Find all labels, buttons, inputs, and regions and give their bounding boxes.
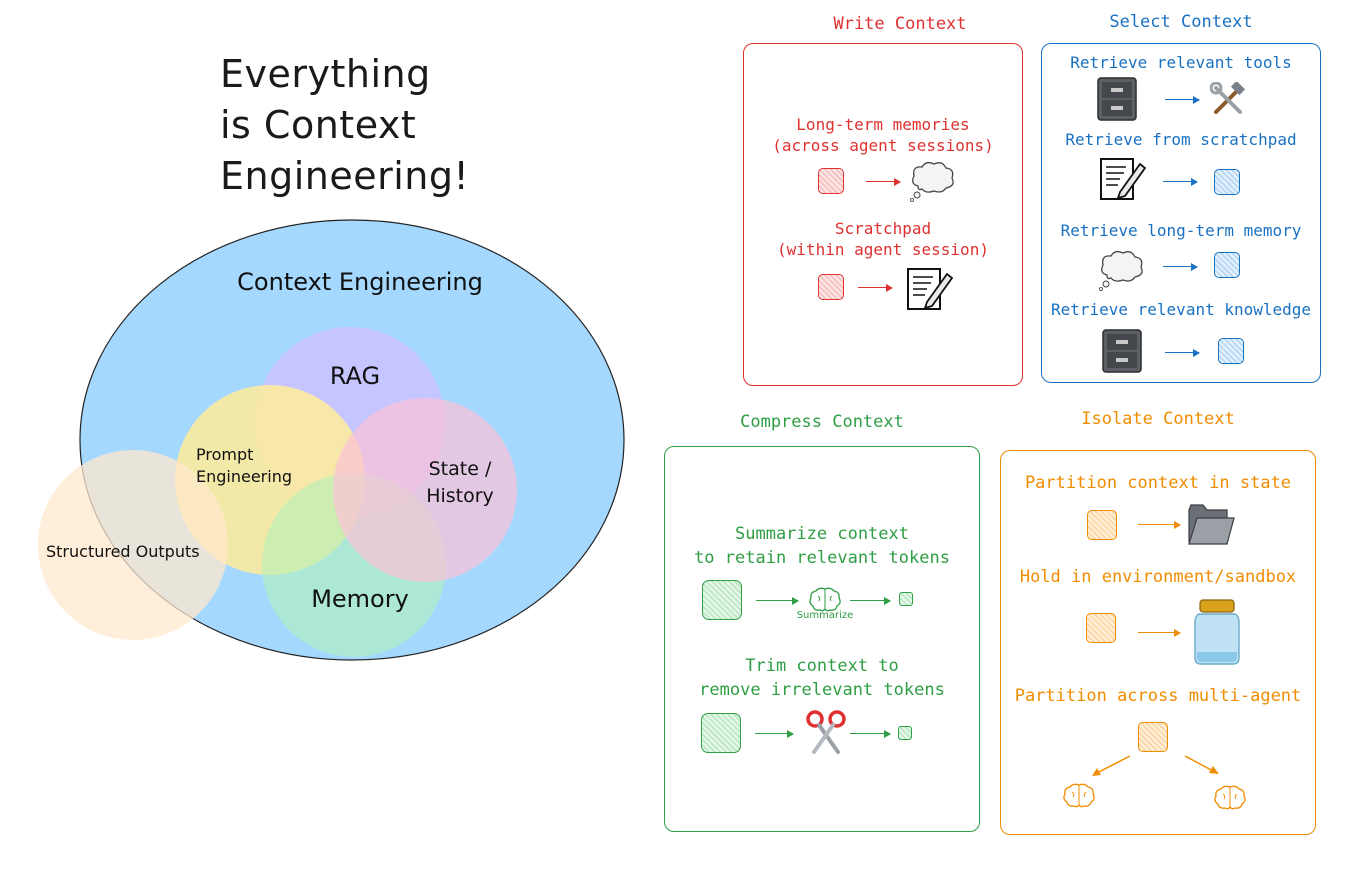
isolate-item-multi-agent: Partition across multi-agent xyxy=(1014,686,1302,706)
state-history-circle xyxy=(333,398,517,582)
arrow-right xyxy=(756,597,799,605)
scissors-icon xyxy=(806,710,846,754)
context-engineering-label: Context Engineering xyxy=(237,268,483,296)
token-box xyxy=(899,592,913,606)
notepad-pencil-icon xyxy=(1100,158,1147,200)
select-context-panel xyxy=(1041,43,1321,383)
compress-item2-line-2: remove irrelevant tokens xyxy=(699,680,945,700)
arrow-right xyxy=(1163,178,1198,186)
arrow-right xyxy=(1138,521,1181,529)
arrow-right xyxy=(866,178,901,186)
isolate-item-sandbox: Hold in environment/sandbox xyxy=(1019,567,1297,587)
select-item-long-term-memory: Retrieve long-term memory xyxy=(1060,221,1302,240)
headline-line-2: is Context xyxy=(220,103,417,147)
write-item2-line-2: (within agent session) xyxy=(777,240,989,259)
folder-icon xyxy=(1188,504,1235,545)
branch-arrows xyxy=(1092,755,1219,776)
token-box xyxy=(701,713,741,753)
file-cabinet-icon xyxy=(1097,77,1137,121)
token-box xyxy=(702,580,742,620)
select-item-knowledge: Retrieve relevant knowledge xyxy=(1050,300,1312,319)
arrow-right xyxy=(850,597,891,605)
token-box xyxy=(818,274,844,300)
state-history-label: State / History xyxy=(405,456,515,510)
token-box xyxy=(1086,613,1116,643)
prompt-engineering-label: Prompt Engineering xyxy=(196,444,292,488)
file-cabinet-icon xyxy=(1102,329,1142,373)
select-item-tools: Retrieve relevant tools xyxy=(1070,53,1292,72)
write-item1-line-2: (across agent sessions) xyxy=(772,136,994,155)
compress-item2-line-1: Trim context to xyxy=(745,656,899,676)
write-item2-line-1: Scratchpad xyxy=(834,219,932,238)
token-box xyxy=(1214,169,1240,195)
memory-label: Memory xyxy=(311,585,409,613)
rag-label: RAG xyxy=(329,362,381,390)
compress-item1-line-2: to retain relevant tokens xyxy=(694,548,950,568)
thought-cloud-icon xyxy=(1099,250,1143,291)
prompt-label-line-1: Prompt xyxy=(196,445,254,464)
arrow-right xyxy=(1163,263,1198,271)
compress-context-panel xyxy=(664,446,980,832)
brain-icon xyxy=(1214,785,1246,810)
notepad-pencil-icon xyxy=(907,268,954,310)
prompt-label-line-2: Engineering xyxy=(196,467,292,486)
trim-context-label: Trim context to remove irrelevant tokens xyxy=(664,654,980,702)
headline-line-3: Engineering! xyxy=(220,154,470,198)
long-term-memories-label: Long-term memories (across agent session… xyxy=(745,114,1021,156)
venn-diagram xyxy=(38,219,625,661)
token-box xyxy=(1138,722,1168,752)
isolate-item-state: Partition context in state xyxy=(1024,473,1292,493)
state-label-line-1: State / xyxy=(428,458,492,480)
state-label-line-2: History xyxy=(426,485,494,507)
write-context-title: Write Context xyxy=(833,14,967,34)
summarize-caption: Summarize xyxy=(796,610,854,621)
arrow-right xyxy=(1165,349,1200,357)
structured-outputs-label: Structured Outputs xyxy=(46,542,200,561)
arrow-right xyxy=(1138,629,1181,637)
scratchpad-label: Scratchpad (within agent session) xyxy=(745,218,1021,260)
arrow-right xyxy=(858,284,893,292)
arrow-right xyxy=(1165,96,1200,104)
write-item1-line-1: Long-term memories xyxy=(796,115,970,134)
summarize-context-label: Summarize context to retain relevant tok… xyxy=(664,522,980,570)
jar-icon xyxy=(1194,599,1240,665)
brain-icon xyxy=(809,587,841,612)
arrow-right xyxy=(850,730,891,738)
select-context-title: Select Context xyxy=(1109,12,1253,32)
token-box xyxy=(898,726,912,740)
isolate-context-title: Isolate Context xyxy=(1081,409,1235,429)
token-box xyxy=(1087,510,1117,540)
tools-icon xyxy=(1210,82,1246,114)
arrow-right xyxy=(755,730,794,738)
token-box xyxy=(818,168,844,194)
select-item-scratchpad: Retrieve from scratchpad xyxy=(1065,130,1297,149)
isolate-context-panel xyxy=(1000,450,1316,835)
compress-context-title: Compress Context xyxy=(740,412,904,432)
thought-cloud-icon xyxy=(910,161,954,202)
token-box xyxy=(1218,338,1244,364)
compress-item1-line-1: Summarize context xyxy=(735,524,909,544)
brain-icon xyxy=(1063,783,1095,808)
token-box xyxy=(1214,252,1240,278)
headline-line-1: Everything xyxy=(220,52,431,96)
write-context-panel xyxy=(743,43,1023,386)
structured-outputs-circle xyxy=(38,450,228,640)
